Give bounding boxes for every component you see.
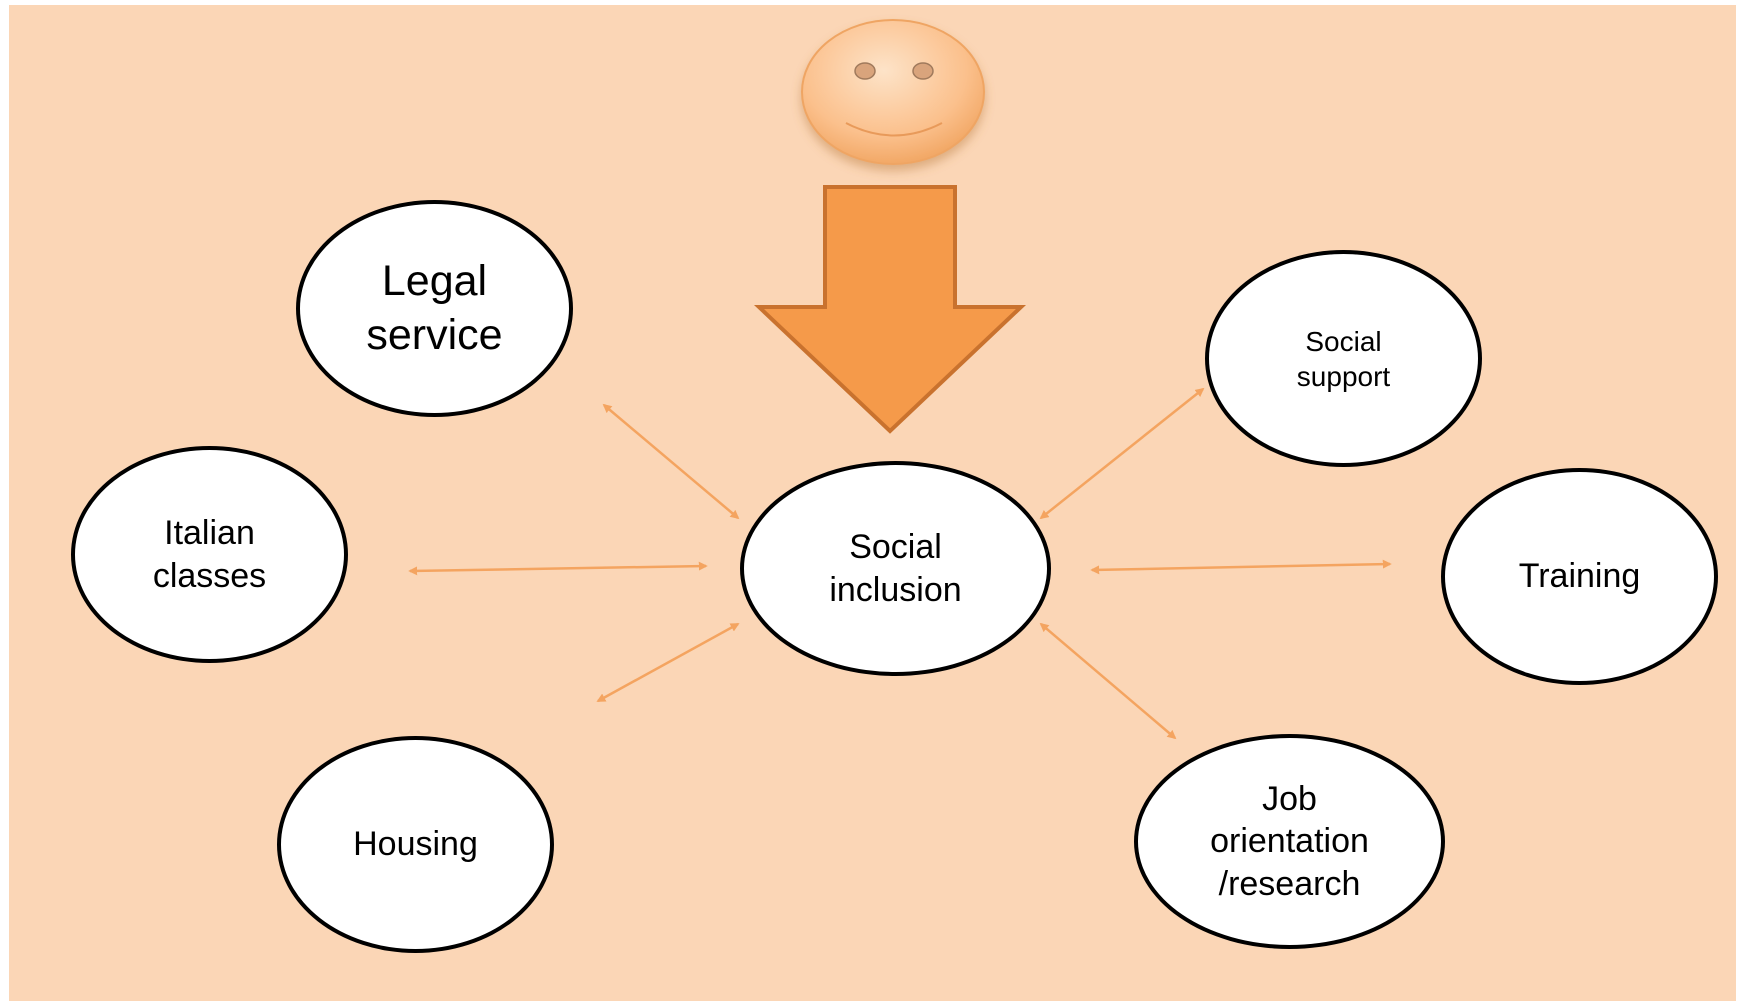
node-label: Italian classes [152,514,267,595]
connector-training [1090,559,1392,575]
node-social-inclusion: Social inclusion [740,461,1051,676]
node-label: Social inclusion [829,528,962,609]
node-housing: Housing [277,736,554,953]
node-label: Training [1518,557,1641,596]
connector-social-support [1039,387,1205,520]
node-job-orientation: Job orientation /research [1134,734,1445,949]
node-social-support: Social support [1205,250,1482,467]
node-legal-service: Legal service [296,200,573,417]
node-label: Legal service [366,256,503,359]
node-training: Training [1441,468,1718,685]
node-label: Housing [353,825,478,864]
connector-italian-classes [408,561,708,576]
connector-housing [596,622,740,703]
node-italian-classes: Italian classes [71,446,348,663]
node-label: Social support [1296,325,1391,392]
smiley-face-icon [801,19,985,165]
connector-legal-service [602,403,740,520]
connector-job-orientation [1039,622,1177,740]
node-label: Job orientation /research [1210,779,1369,903]
down-arrow-icon [753,185,1027,434]
